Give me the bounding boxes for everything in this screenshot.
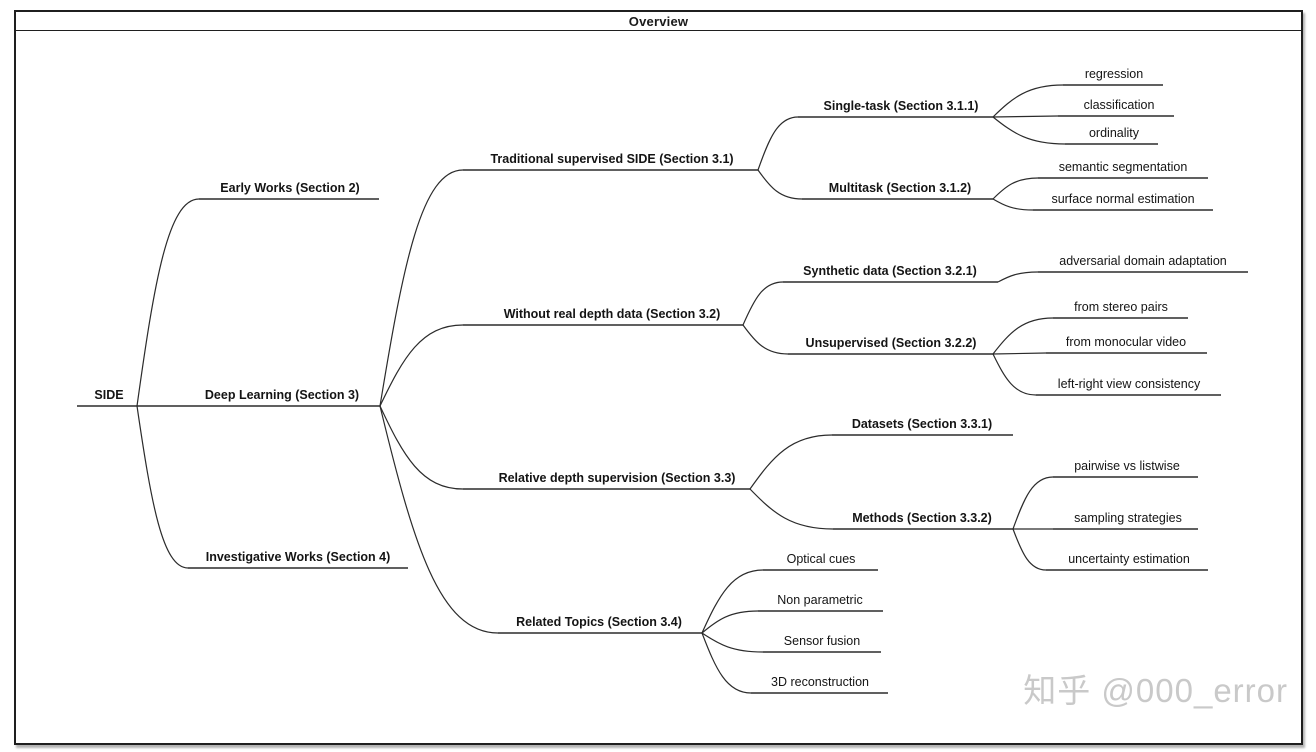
node-label-sampling: sampling strategies — [1074, 511, 1182, 525]
overview-panel: Overview SIDE Early Works (Section 2) Deep… — [14, 10, 1303, 745]
panel-title: Overview — [16, 12, 1301, 31]
node-label-early: Early Works (Section 2) — [220, 181, 360, 195]
node-label-unsup: Unsupervised (Section 3.2.2) — [805, 336, 977, 350]
node-label-optical: Optical cues — [786, 552, 856, 566]
node-label-sensor: Sensor fusion — [783, 634, 861, 648]
node-label-methods: Methods (Section 3.3.2) — [852, 511, 992, 525]
node-label-surfnorm: surface normal estimation — [1051, 192, 1195, 206]
node-label-synth: Synthetic data (Section 3.2.1) — [803, 264, 977, 278]
node-label-datasets: Datasets (Section 3.3.1) — [851, 417, 993, 431]
node-label-deep: Deep Learning (Section 3) — [204, 388, 360, 402]
node-label-related: Related Topics (Section 3.4) — [516, 615, 682, 629]
node-label-classification: classification — [1083, 98, 1155, 112]
tree-edges — [77, 84, 1248, 694]
node-label-invest: Investigative Works (Section 4) — [205, 550, 391, 564]
node-label-ada: adversarial domain adaptation — [1059, 254, 1227, 268]
node-label-uncertainty: uncertainty estimation — [1068, 552, 1190, 566]
node-label-relative: Relative depth supervision (Section 3.3) — [498, 471, 736, 485]
node-label-mono: from monocular video — [1065, 335, 1187, 349]
node-label-semseg: semantic segmentation — [1058, 160, 1188, 174]
node-label-trad: Traditional supervised SIDE (Section 3.1… — [490, 152, 734, 166]
node-label-side: SIDE — [94, 388, 124, 402]
node-label-stereo: from stereo pairs — [1074, 300, 1168, 314]
node-label-without: Without real depth data (Section 3.2) — [503, 307, 721, 321]
tree-diagram: SIDE Early Works (Section 2) Deep Learning… — [16, 31, 1301, 743]
node-label-regression: regression — [1084, 67, 1144, 81]
node-label-nonparam: Non parametric — [777, 593, 863, 607]
node-label-ordinality: ordinality — [1088, 126, 1140, 140]
node-label-single: Single-task (Section 3.1.1) — [823, 99, 979, 113]
node-label-pairwise: pairwise vs listwise — [1074, 459, 1180, 473]
node-label-multi: Multitask (Section 3.1.2) — [828, 181, 972, 195]
node-label-lr: left-right view consistency — [1057, 377, 1201, 391]
watermark: 知乎 @000_error — [1023, 672, 1288, 709]
node-label-recon3d: 3D reconstruction — [771, 675, 869, 689]
